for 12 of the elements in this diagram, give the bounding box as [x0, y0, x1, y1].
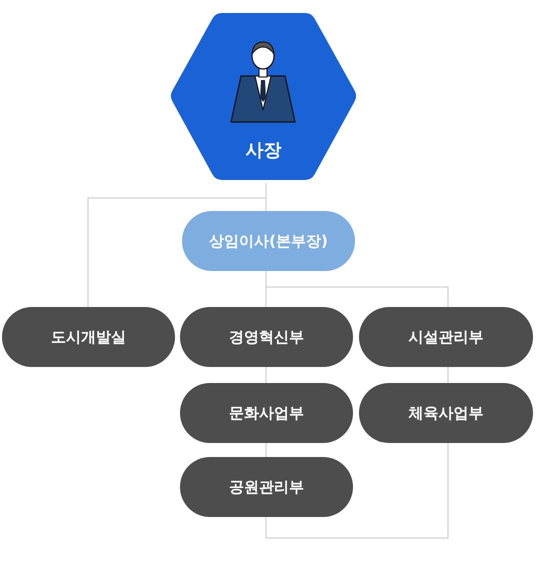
department-pill: 경영혁신부 — [180, 307, 353, 367]
hexagon-badge — [170, 10, 357, 183]
executive-pill: 상임이사(본부장) — [182, 211, 355, 271]
connector-line — [266, 270, 448, 308]
title-text: 사장 — [244, 139, 282, 162]
department-pill: 문화사업부 — [180, 383, 353, 443]
connector-line — [266, 442, 448, 538]
connector-line — [88, 182, 266, 308]
department-pill: 공원관리부 — [180, 457, 353, 517]
department-pill: 체육사업부 — [359, 383, 533, 443]
department-pill: 시설관리부 — [359, 307, 533, 367]
department-pill: 도시개발실 — [2, 307, 175, 367]
